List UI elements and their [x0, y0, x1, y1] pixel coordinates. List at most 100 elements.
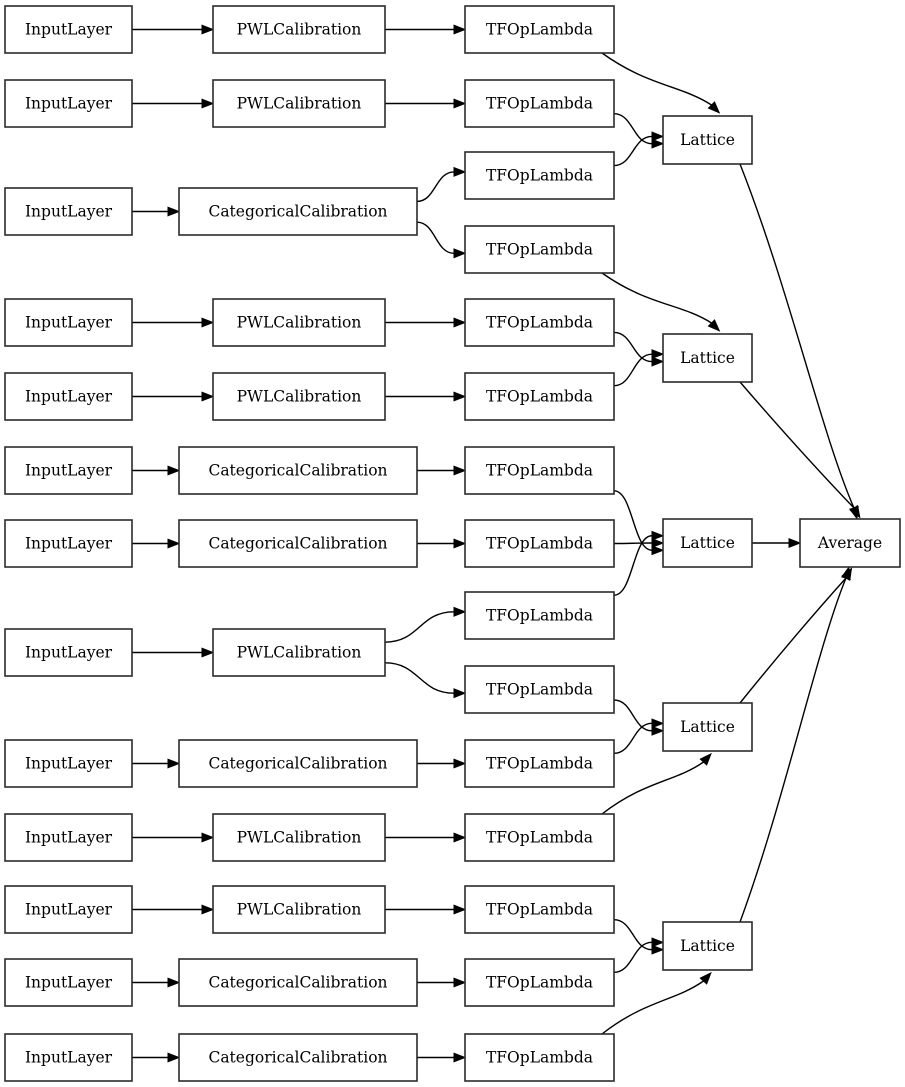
- node-lambda-l1[interactable]: TFOpLambda: [464, 5, 615, 54]
- node-label: Lattice: [680, 718, 735, 736]
- node-input-in13[interactable]: InputLayer: [4, 1033, 133, 1082]
- node-pwl-c10[interactable]: PWLCalibration: [212, 813, 386, 862]
- edge-l4-to-lat2: [601, 272, 721, 332]
- node-input-in10[interactable]: InputLayer: [4, 813, 133, 862]
- edge-in13-to-c13: [132, 1052, 181, 1063]
- node-label: TFOpLambda: [486, 974, 593, 992]
- node-lambda-l4[interactable]: TFOpLambda: [464, 225, 615, 274]
- node-input-in12[interactable]: InputLayer: [4, 958, 133, 1007]
- node-label: CategoricalCalibration: [208, 462, 387, 480]
- node-label: PWLCalibration: [237, 314, 362, 332]
- node-lattice-lat2[interactable]: Lattice: [662, 333, 753, 383]
- node-input-in6[interactable]: InputLayer: [4, 446, 133, 495]
- edge-l8-to-lat3: [613, 537, 665, 549]
- node-cat-c6[interactable]: CategoricalCalibration: [178, 446, 418, 495]
- node-cat-c12[interactable]: CategoricalCalibration: [178, 958, 418, 1007]
- node-label: InputLayer: [25, 755, 113, 773]
- node-label: InputLayer: [25, 1049, 113, 1067]
- node-lambda-l5[interactable]: TFOpLambda: [464, 298, 615, 347]
- node-box: [662, 333, 753, 383]
- edge-c6-to-l7: [417, 465, 467, 476]
- node-lattice-lat4[interactable]: Lattice: [662, 702, 753, 752]
- node-box: [464, 1033, 615, 1082]
- node-label: InputLayer: [25, 462, 113, 480]
- node-label: InputLayer: [25, 901, 113, 919]
- node-pwl-c4[interactable]: PWLCalibration: [212, 298, 386, 347]
- edge-l14-to-lat5: [613, 937, 665, 973]
- node-input-in7[interactable]: InputLayer: [4, 519, 133, 568]
- edge-in1-to-c1: [132, 24, 215, 35]
- edge-l11-to-lat4: [613, 718, 665, 754]
- node-lambda-l7[interactable]: TFOpLambda: [464, 446, 615, 495]
- node-box: [212, 5, 386, 54]
- node-input-in8[interactable]: InputLayer: [4, 628, 133, 677]
- node-lattice-lat5[interactable]: Lattice: [662, 921, 753, 971]
- node-lambda-l10[interactable]: TFOpLambda: [464, 665, 615, 714]
- node-box: [799, 518, 901, 568]
- edge-c3-to-l4: [416, 221, 467, 259]
- node-lambda-l6[interactable]: TFOpLambda: [464, 372, 615, 421]
- node-box: [662, 115, 753, 165]
- node-box: [464, 591, 615, 640]
- node-lambda-l12[interactable]: TFOpLambda: [464, 813, 615, 862]
- edge-c13-to-l15: [417, 1052, 467, 1063]
- node-cat-c13[interactable]: CategoricalCalibration: [178, 1033, 418, 1082]
- node-label: Average: [817, 534, 882, 552]
- node-label: TFOpLambda: [486, 21, 593, 39]
- node-pwl-c11[interactable]: PWLCalibration: [212, 885, 386, 934]
- node-lattice-lat3[interactable]: Lattice: [662, 518, 753, 568]
- node-pwl-c2[interactable]: PWLCalibration: [212, 79, 386, 128]
- edge-c2-to-l2: [384, 98, 467, 109]
- node-input-in9[interactable]: InputLayer: [4, 739, 133, 788]
- node-label: TFOpLambda: [486, 681, 593, 699]
- node-label: CategoricalCalibration: [208, 1049, 387, 1067]
- node-input-in11[interactable]: InputLayer: [4, 885, 133, 934]
- node-average-avg[interactable]: Average: [799, 518, 901, 568]
- node-pwl-c8[interactable]: PWLCalibration: [212, 628, 386, 677]
- node-box: [464, 79, 615, 128]
- node-input-in3[interactable]: InputLayer: [4, 187, 133, 236]
- node-cat-c7[interactable]: CategoricalCalibration: [178, 519, 418, 568]
- node-label: InputLayer: [25, 535, 113, 553]
- node-label: PWLCalibration: [237, 901, 362, 919]
- node-label: TFOpLambda: [486, 388, 593, 406]
- node-label: TFOpLambda: [486, 167, 593, 185]
- node-input-in5[interactable]: InputLayer: [4, 372, 133, 421]
- node-box: [4, 187, 133, 236]
- node-box: [464, 446, 615, 495]
- edge-lat5-to-avg: [739, 566, 851, 923]
- node-lattice-lat1[interactable]: Lattice: [662, 115, 753, 165]
- edge-c8-to-l10: [384, 662, 467, 699]
- edge-in6-to-c6: [132, 465, 181, 476]
- node-input-in1[interactable]: InputLayer: [4, 5, 133, 54]
- node-input-in2[interactable]: InputLayer: [4, 79, 133, 128]
- edge-in12-to-c12: [131, 977, 181, 988]
- node-label: TFOpLambda: [486, 607, 593, 625]
- edge-c9-to-l11: [417, 758, 467, 769]
- node-lambda-l13[interactable]: TFOpLambda: [464, 885, 615, 934]
- node-lambda-l14[interactable]: TFOpLambda: [464, 958, 615, 1007]
- node-lambda-l9[interactable]: TFOpLambda: [464, 591, 615, 640]
- node-label: Lattice: [680, 131, 735, 149]
- node-label: CategoricalCalibration: [208, 974, 387, 992]
- node-label: CategoricalCalibration: [208, 535, 387, 553]
- node-pwl-c1[interactable]: PWLCalibration: [212, 5, 386, 54]
- node-input-in4[interactable]: InputLayer: [4, 298, 133, 347]
- node-lambda-l3[interactable]: TFOpLambda: [464, 151, 615, 200]
- node-box: [464, 813, 615, 862]
- node-cat-c9[interactable]: CategoricalCalibration: [178, 739, 418, 788]
- node-lambda-l2[interactable]: TFOpLambda: [464, 79, 615, 128]
- node-label: InputLayer: [25, 314, 113, 332]
- node-box: [662, 702, 753, 752]
- node-pwl-c5[interactable]: PWLCalibration: [212, 372, 386, 421]
- node-box: [4, 372, 133, 421]
- node-lambda-l15[interactable]: TFOpLambda: [464, 1033, 615, 1082]
- node-lambda-l11[interactable]: TFOpLambda: [464, 739, 615, 788]
- node-box: [662, 518, 753, 568]
- node-box: [464, 5, 615, 54]
- node-lambda-l8[interactable]: TFOpLambda: [464, 519, 615, 568]
- edge-c10-to-l12: [384, 832, 467, 843]
- edge-in5-to-c5: [132, 391, 215, 402]
- edge-in4-to-c4: [132, 317, 215, 328]
- node-cat-c3[interactable]: CategoricalCalibration: [178, 187, 418, 236]
